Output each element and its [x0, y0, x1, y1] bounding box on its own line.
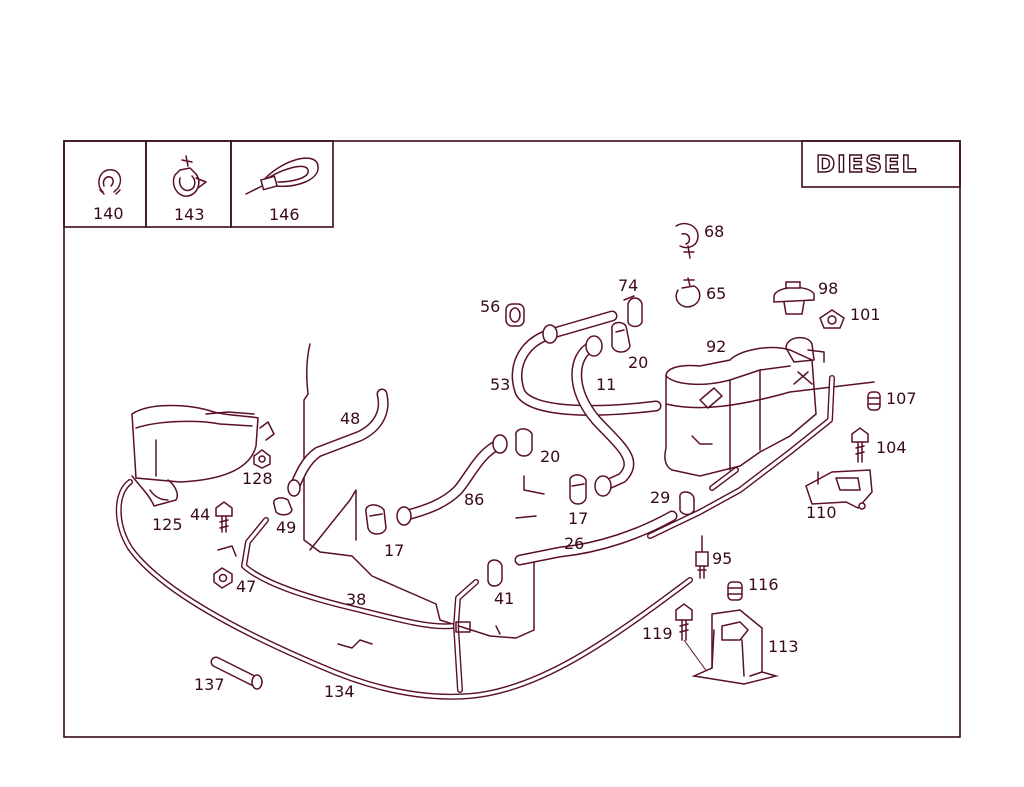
part-116-grommet: [727, 581, 743, 601]
label-128: 128: [242, 469, 273, 488]
label-68: 68: [704, 222, 724, 241]
label-65: 65: [706, 284, 726, 303]
part-53-hose: [511, 310, 662, 416]
part-56-grommet: [505, 303, 525, 327]
legend-label-146: 146: [269, 205, 300, 224]
label-26: 26: [564, 534, 584, 553]
part-49-clamp: [273, 497, 293, 516]
label-101: 101: [850, 305, 881, 324]
part-95-sensor: [695, 535, 709, 579]
label-104: 104: [876, 438, 907, 457]
part-101-cap-nut: [819, 309, 845, 329]
label-137: 137: [194, 675, 225, 694]
part-125-reservoir-housing: [131, 404, 275, 507]
radiator-outline: [303, 343, 545, 639]
legend-label-140: 140: [93, 204, 124, 223]
label-74: 74: [618, 276, 638, 295]
label-17-left: 17: [384, 541, 404, 560]
part-128-nut: [253, 449, 271, 469]
label-98: 98: [818, 279, 838, 298]
part-41-pipe: [453, 559, 503, 693]
label-86: 86: [464, 490, 484, 509]
part-98-cap: [773, 281, 815, 315]
part-17-clamp-right: [569, 474, 587, 505]
label-38: 38: [346, 590, 366, 609]
diagram-frame: [63, 140, 961, 738]
label-41: 41: [494, 589, 514, 608]
legend-label-143: 143: [174, 205, 205, 224]
legend-panel: 140 143 146: [63, 140, 334, 228]
label-113: 113: [768, 637, 799, 656]
part-44-bolt: [215, 501, 233, 533]
part-110-bracket: [805, 469, 873, 510]
clip-icon: [98, 169, 122, 195]
label-134: 134: [324, 682, 355, 701]
label-44: 44: [190, 505, 210, 524]
part-65-clamp: [675, 277, 701, 308]
label-47: 47: [236, 577, 256, 596]
part-86-hose: [396, 434, 508, 526]
part-26-hose: [514, 510, 678, 566]
part-92-expansion-tank: [647, 336, 875, 539]
part-20-clamp-upper: [611, 321, 631, 353]
part-47-nut: [213, 567, 233, 589]
part-68-clamp: [675, 222, 699, 259]
label-53: 53: [490, 375, 510, 394]
part-113-bracket: [691, 609, 779, 685]
label-125: 125: [152, 515, 183, 534]
part-17-clamp-left: [365, 504, 387, 535]
label-29: 29: [650, 488, 670, 507]
diesel-label: DIESEL: [816, 152, 918, 178]
label-110: 110: [806, 503, 837, 522]
label-119: 119: [642, 624, 673, 643]
label-20-upper: 20: [628, 353, 648, 372]
label-92: 92: [706, 337, 726, 356]
part-137-hose-piece: [210, 656, 263, 690]
label-95: 95: [712, 549, 732, 568]
part-74-clamp: [623, 295, 643, 328]
hose-clamp-icon: [172, 155, 207, 197]
part-119-bolt: [675, 603, 711, 677]
label-17-right: 17: [568, 509, 588, 528]
part-104-bolt: [851, 427, 869, 463]
label-48: 48: [340, 409, 360, 428]
label-56: 56: [480, 297, 500, 316]
part-107-grommet: [867, 391, 881, 411]
part-134-pipe: [115, 479, 693, 700]
part-11-hose: [571, 335, 635, 497]
label-107: 107: [886, 389, 917, 408]
label-49: 49: [276, 518, 296, 537]
label-11: 11: [596, 375, 616, 394]
label-116: 116: [748, 575, 779, 594]
diesel-badge: DIESEL: [801, 140, 961, 188]
part-29-clamp: [679, 491, 695, 516]
cable-tie-icon: [245, 157, 319, 195]
label-20-lower: 20: [540, 447, 560, 466]
part-38-pipe: [217, 517, 455, 630]
part-48-hose: [287, 388, 389, 497]
part-20-clamp-lower: [515, 428, 533, 457]
